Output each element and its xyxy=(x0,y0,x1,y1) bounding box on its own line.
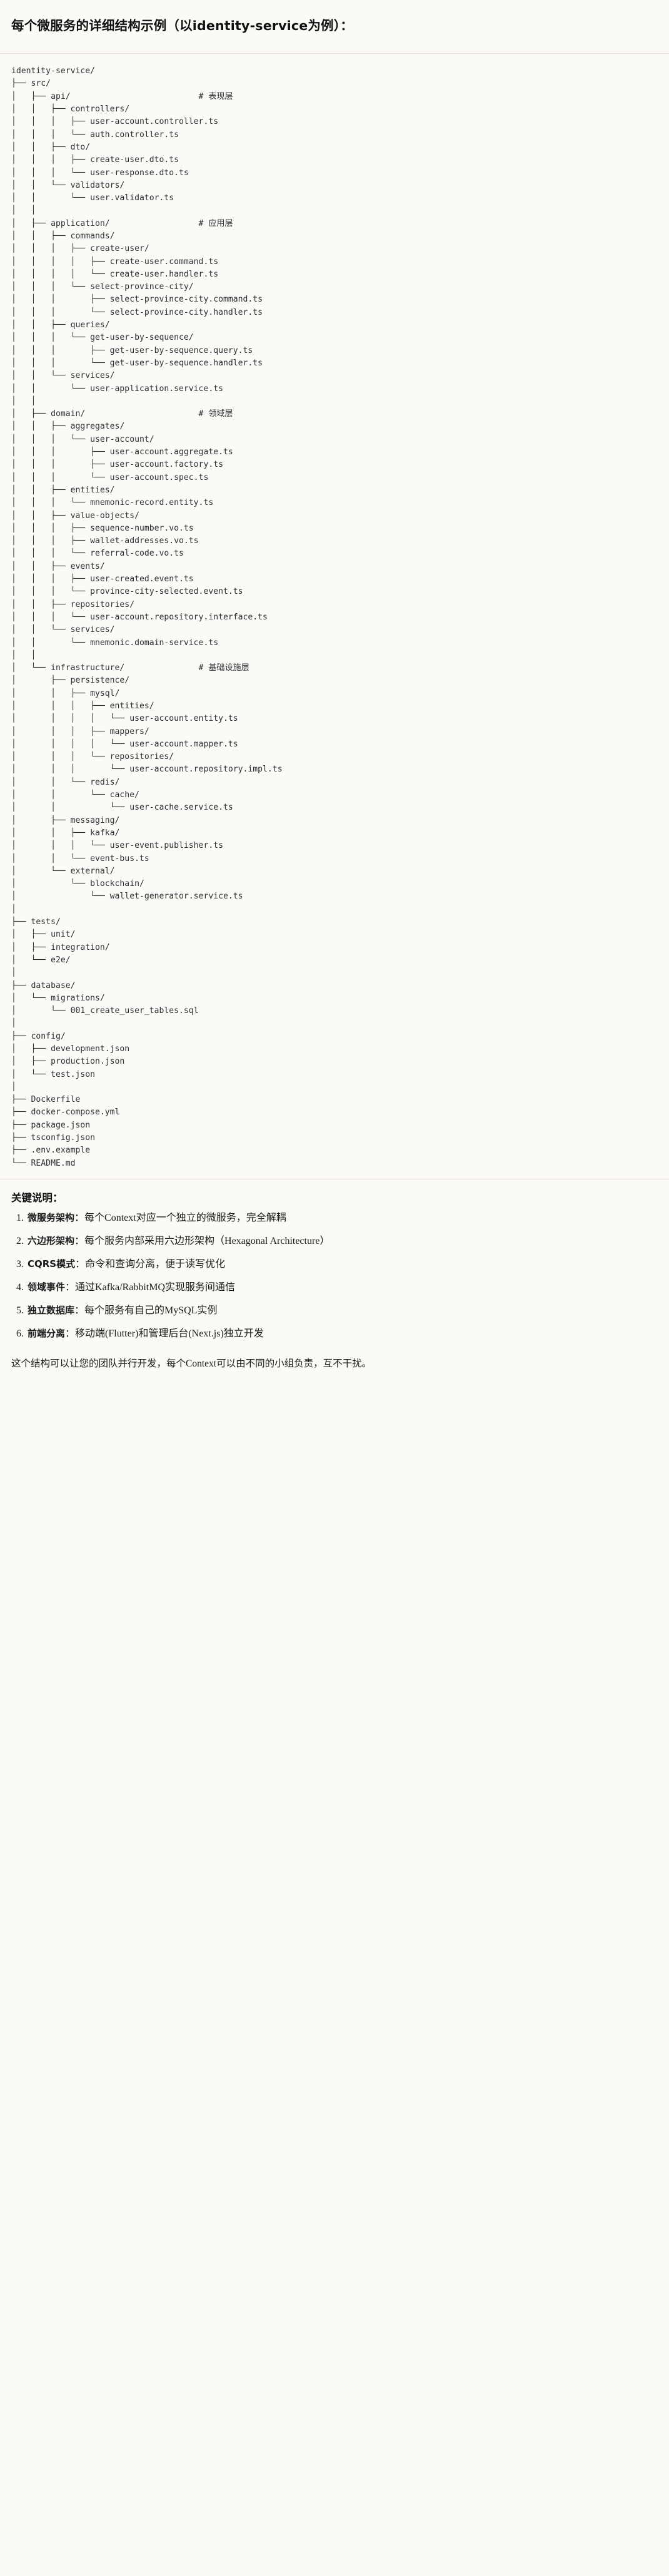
list-item: 独立数据库：每个服务有自己的MySQL实例 xyxy=(26,1303,658,1318)
note-separator: ： xyxy=(65,1281,76,1293)
key-notes-list: 微服务架构：每个Context对应一个独立的微服务，完全解耦 六边形架构：每个服… xyxy=(11,1211,658,1341)
title-divider xyxy=(0,53,669,54)
list-item: 前端分离：移动端(Flutter)和管理后台(Next.js)独立开发 xyxy=(26,1326,658,1341)
key-notes-title: 关键说明： xyxy=(11,1191,63,1204)
note-separator: ： xyxy=(65,1328,76,1339)
note-term: CQRS模式 xyxy=(28,1258,76,1270)
list-item: 六边形架构：每个服务内部采用六边形架构（Hexagonal Architectu… xyxy=(26,1234,658,1249)
note-description: 命令和查询分离，便于读写优化 xyxy=(85,1258,226,1270)
note-term: 微服务架构 xyxy=(28,1211,75,1223)
directory-tree: identity-service/ ├── src/ │ ├── api/ # … xyxy=(11,66,283,1168)
note-term: 独立数据库 xyxy=(28,1304,75,1316)
note-term: 前端分离 xyxy=(28,1327,66,1339)
note-description: 每个Context对应一个独立的微服务，完全解耦 xyxy=(84,1212,286,1223)
directory-tree-block: identity-service/ ├── src/ │ ├── api/ # … xyxy=(0,54,669,1179)
note-separator: ： xyxy=(75,1258,86,1270)
note-description: 每个服务有自己的MySQL实例 xyxy=(84,1305,218,1316)
closing-paragraph: 这个结构可以让您的团队并行开发，每个Context可以由不同的小组负责，互不干扰… xyxy=(11,1358,372,1369)
document-page: 每个微服务的详细结构示例（以identity-service为例）： ident… xyxy=(0,9,669,1385)
key-notes-section: 关键说明： 微服务架构：每个Context对应一个独立的微服务，完全解耦 六边形… xyxy=(0,1179,669,1348)
list-item: 领域事件：通过Kafka/RabbitMQ实现服务间通信 xyxy=(26,1280,658,1295)
list-item: 微服务架构：每个Context对应一个独立的微服务，完全解耦 xyxy=(26,1211,658,1226)
page-title: 每个微服务的详细结构示例（以identity-service为例）： xyxy=(11,18,353,33)
list-item: CQRS模式：命令和查询分离，便于读写优化 xyxy=(26,1257,658,1272)
note-description: 移动端(Flutter)和管理后台(Next.js)独立开发 xyxy=(75,1328,264,1339)
note-term: 领域事件 xyxy=(28,1281,66,1293)
note-separator: ： xyxy=(74,1305,85,1316)
note-separator: ： xyxy=(74,1212,85,1223)
note-term: 六边形架构 xyxy=(28,1235,75,1246)
note-description: 通过Kafka/RabbitMQ实现服务间通信 xyxy=(75,1281,236,1293)
note-description: 每个服务内部采用六边形架构（Hexagonal Architecture） xyxy=(84,1235,330,1246)
note-separator: ： xyxy=(74,1235,85,1246)
